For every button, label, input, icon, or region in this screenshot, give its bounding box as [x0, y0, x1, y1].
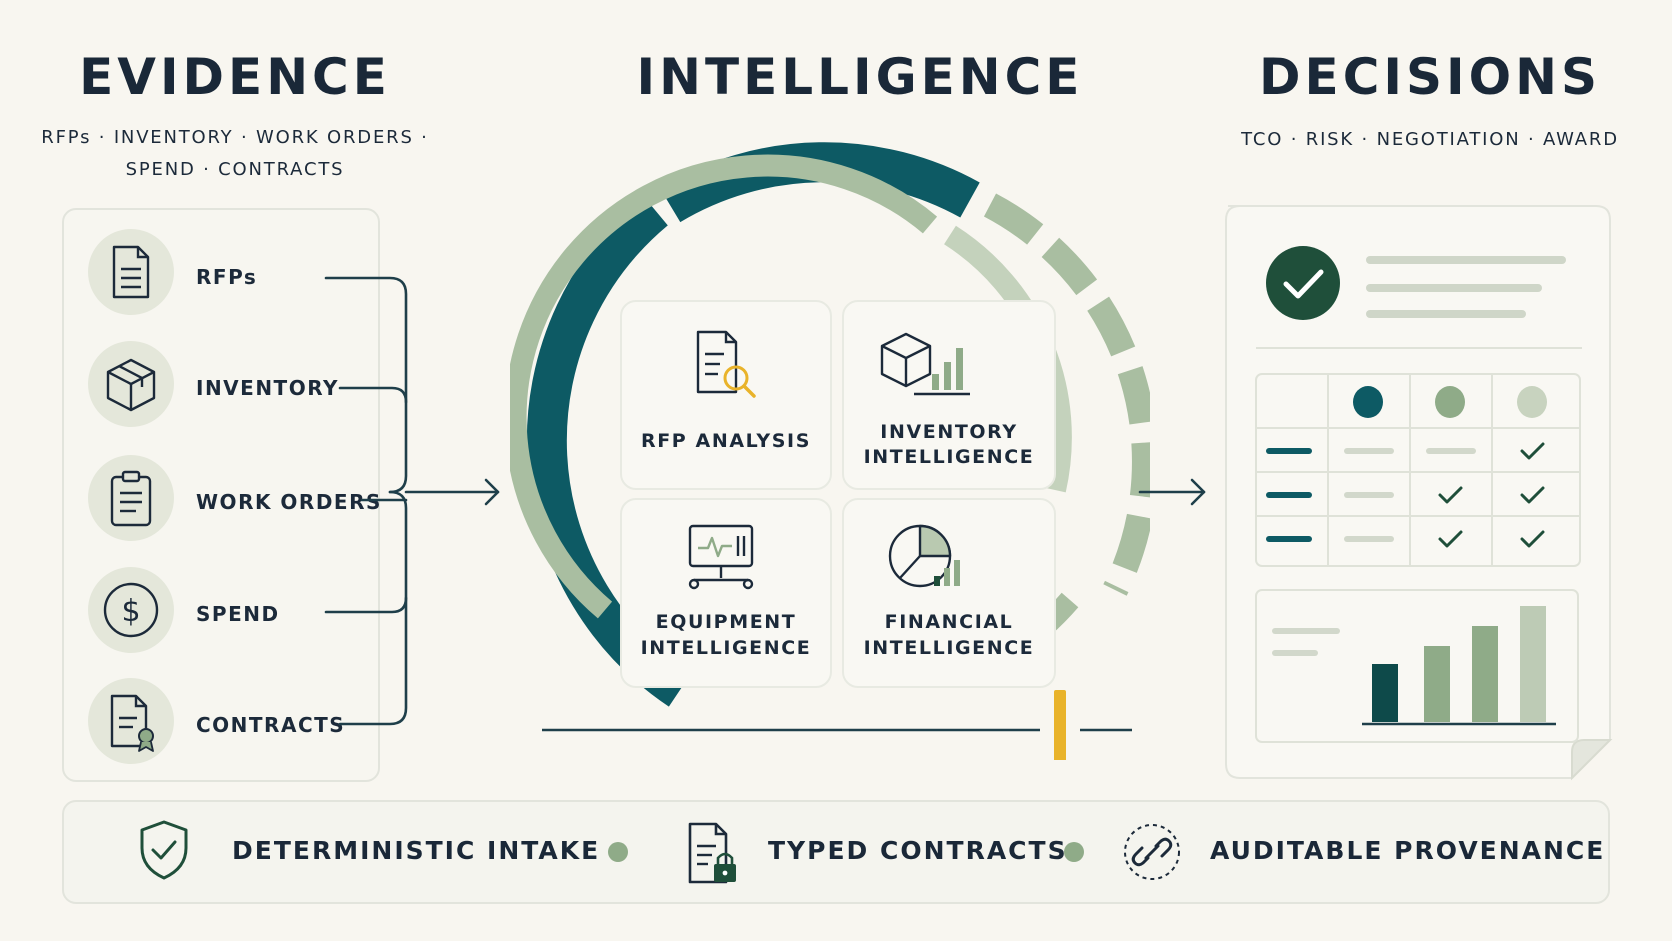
module-rfp-analysis-label: RFP ANALYSIS — [640, 430, 811, 452]
module-equipment-intelligence[interactable]: EQUIPMENT INTELLIGENCE — [620, 498, 832, 688]
evidence-subtitle-line1: RFPs · INVENTORY · WORK ORDERS · — [41, 127, 429, 148]
box-icon — [106, 358, 156, 412]
locked-document-icon — [688, 822, 736, 884]
decisions-title: DECISIONS — [1259, 48, 1601, 106]
footer-bar — [62, 800, 1610, 904]
link-icon — [1124, 824, 1180, 880]
comparison-table — [1255, 373, 1581, 567]
footer-label-deterministic-intake: DETERMINISTIC INTAKE — [232, 836, 601, 865]
document-search-icon — [696, 330, 756, 398]
module-inventory-intelligence[interactable]: INVENTORY INTELLIGENCE — [842, 300, 1056, 490]
clipboard-icon — [110, 470, 152, 527]
module-financial-label-2: INTELLIGENCE — [863, 637, 1035, 659]
evidence-subtitle-line2: SPEND · CONTRACTS — [125, 159, 345, 180]
intelligence-ring — [510, 142, 1150, 707]
decisions-arrow — [1138, 478, 1206, 506]
module-equipment-label-2: INTELLIGENCE — [640, 637, 812, 659]
evidence-label-contracts: CONTRACTS — [196, 713, 346, 737]
award-bar-chart — [1255, 589, 1579, 743]
module-rfp-analysis[interactable]: RFP ANALYSIS — [620, 300, 832, 490]
footer-label-auditable-provenance: AUDITABLE PROVENANCE — [1210, 836, 1606, 865]
evidence-label-inventory: INVENTORY — [196, 376, 339, 400]
intelligence-title: INTELLIGENCE — [636, 48, 1084, 106]
evidence-title: EVIDENCE — [79, 48, 391, 106]
svg-text:$: $ — [121, 594, 140, 629]
box-chart-icon — [880, 332, 970, 396]
evidence-item-inventory[interactable] — [88, 341, 174, 427]
module-financial-intelligence[interactable]: FINANCIAL INTELLIGENCE — [842, 498, 1056, 688]
evidence-item-contracts[interactable] — [88, 678, 174, 764]
module-equipment-label-1: EQUIPMENT — [655, 611, 797, 633]
decisions-subtitle: TCO · RISK · NEGOTIATION · AWARD — [1241, 129, 1619, 150]
evidence-item-work-orders[interactable] — [88, 455, 174, 541]
pie-chart-icon — [888, 524, 960, 588]
document-icon — [112, 245, 150, 299]
evidence-label-work-orders: WORK ORDERS — [196, 490, 382, 514]
footer-label-typed-contracts: TYPED CONTRACTS — [768, 836, 1068, 865]
footer-separator-dot-2 — [1064, 842, 1084, 862]
module-inventory-label-1: INVENTORY — [880, 421, 1018, 443]
evidence-label-rfps: RFPs — [196, 265, 258, 289]
evidence-item-rfps[interactable] — [88, 229, 174, 315]
certificate-icon — [110, 694, 154, 752]
module-financial-label-1: FINANCIAL — [884, 611, 1014, 633]
shield-check-icon — [140, 820, 188, 880]
evidence-label-spend: SPEND — [196, 602, 280, 626]
intelligence-baseline — [542, 690, 1132, 760]
footer-separator-dot-1 — [608, 842, 628, 862]
evidence-connector — [324, 276, 500, 726]
module-inventory-label-2: INTELLIGENCE — [863, 446, 1035, 468]
monitor-icon — [688, 524, 754, 590]
dollar-icon: $ — [103, 582, 159, 638]
check-circle-icon — [1266, 246, 1340, 320]
evidence-item-spend[interactable]: $ — [88, 567, 174, 653]
